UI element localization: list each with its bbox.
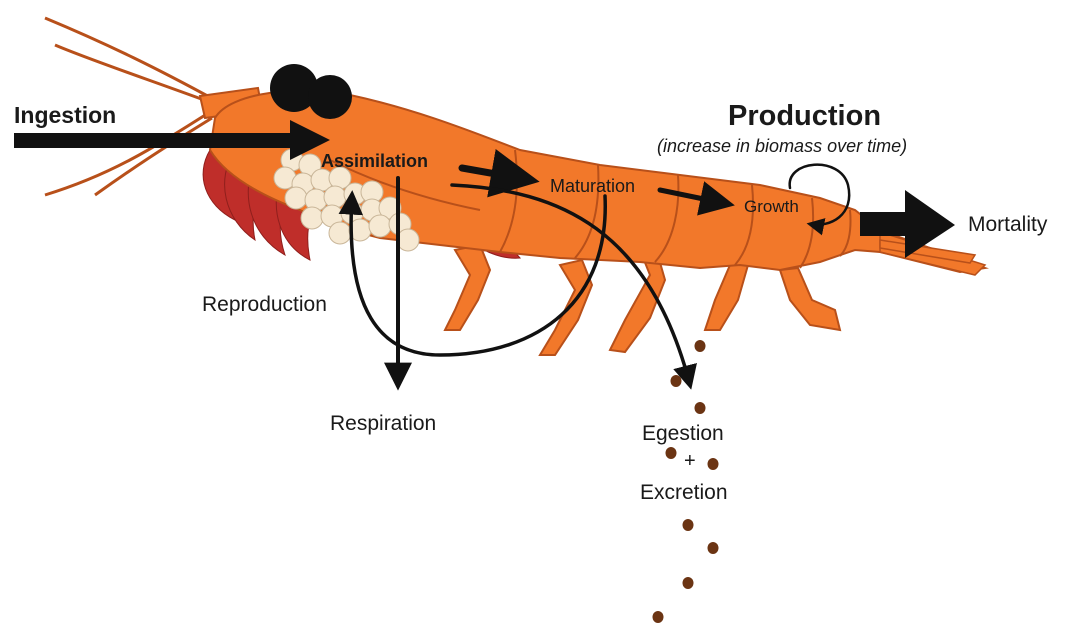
label-growth: Growth [744, 198, 799, 215]
label-plus: + [684, 451, 696, 471]
label-assimilation: Assimilation [321, 152, 428, 170]
label-respiration: Respiration [330, 413, 436, 434]
label-reproduction: Reproduction [202, 294, 327, 315]
label-egestion: Egestion [642, 423, 724, 444]
label-production-subtitle: (increase in biomass over time) [657, 137, 907, 155]
label-production: Production [728, 102, 881, 131]
label-ingestion: Ingestion [14, 104, 116, 127]
label-excretion: Excretion [640, 482, 728, 503]
label-maturation: Maturation [550, 177, 635, 195]
label-mortality: Mortality [968, 214, 1047, 235]
